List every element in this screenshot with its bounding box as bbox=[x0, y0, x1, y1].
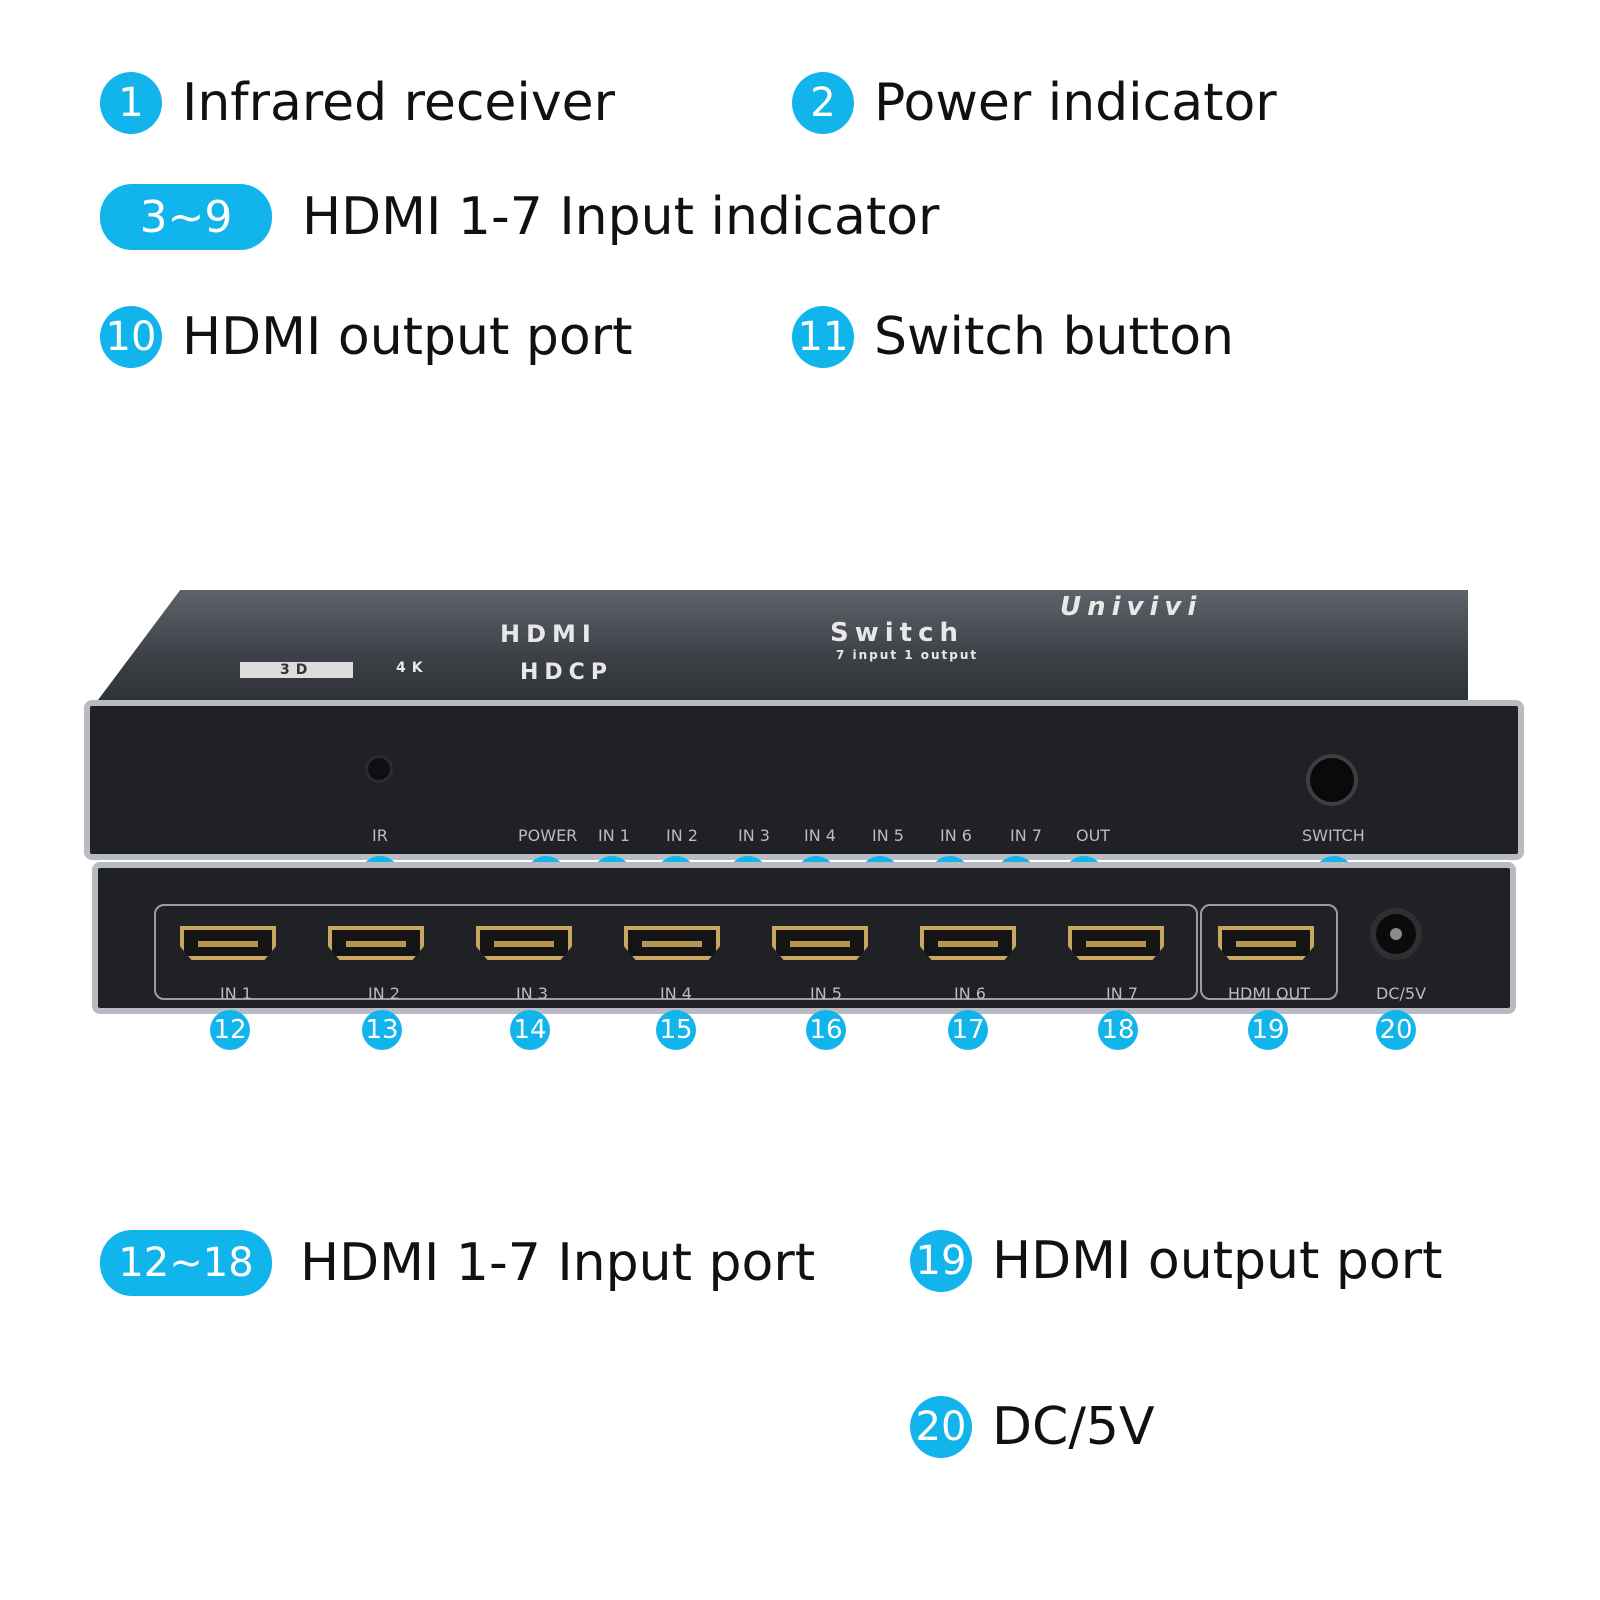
badge-3-9: 3~9 bbox=[100, 184, 272, 250]
hdmi-in-port-1[interactable] bbox=[180, 926, 276, 960]
rear-label-dc: DC/5V bbox=[1376, 984, 1427, 1003]
legend-item-2: 2 Power indicator bbox=[792, 72, 1277, 134]
hdmi-out-port[interactable] bbox=[1218, 926, 1314, 960]
legend-text-10: HDMI output port bbox=[182, 307, 633, 367]
badge-2: 2 bbox=[792, 72, 854, 134]
rear-label-in3: IN 3 bbox=[516, 984, 548, 1003]
legend-text-20: DC/5V bbox=[992, 1397, 1155, 1457]
legend-text-12-18: HDMI 1-7 Input port bbox=[300, 1233, 816, 1293]
marker-12: 12 bbox=[210, 1010, 250, 1050]
rear-label-in7: IN 7 bbox=[1106, 984, 1138, 1003]
marker-16: 16 bbox=[806, 1010, 846, 1050]
front-panel bbox=[84, 700, 1524, 860]
hdmi-in-port-3[interactable] bbox=[476, 926, 572, 960]
badge-19: 19 bbox=[910, 1230, 972, 1292]
front-label-ir: IR bbox=[372, 826, 388, 845]
lid-title: HDMI bbox=[500, 620, 597, 648]
lid-badge-4k: 4K bbox=[396, 660, 429, 676]
badge-12-18: 12~18 bbox=[100, 1230, 272, 1296]
marker-18: 18 bbox=[1098, 1010, 1138, 1050]
marker-13: 13 bbox=[362, 1010, 402, 1050]
lid-switch: Switch bbox=[830, 618, 965, 648]
hdmi-switch-device: Univivi HDMI Switch 7 input 1 output 3D … bbox=[84, 590, 1524, 1050]
legend-item-11: 11 Switch button bbox=[792, 306, 1234, 368]
marker-14: 14 bbox=[510, 1010, 550, 1050]
rear-label-in2: IN 2 bbox=[368, 984, 400, 1003]
badge-1: 1 bbox=[100, 72, 162, 134]
front-label-in3: IN 3 bbox=[738, 826, 770, 845]
hdmi-in-port-4[interactable] bbox=[624, 926, 720, 960]
legend-text-11: Switch button bbox=[874, 307, 1234, 367]
legend-item-3-9: 3~9 HDMI 1-7 Input indicator bbox=[100, 184, 939, 250]
output-port-frame bbox=[1200, 904, 1338, 1000]
rear-label-in1: IN 1 bbox=[220, 984, 252, 1003]
device-top-lid bbox=[98, 590, 1468, 700]
front-label-in2: IN 2 bbox=[666, 826, 698, 845]
legend-text-19: HDMI output port bbox=[992, 1231, 1443, 1291]
dc-power-jack[interactable] bbox=[1376, 914, 1416, 954]
input-ports-frame bbox=[154, 904, 1198, 1000]
lid-subtitle: 7 input 1 output bbox=[836, 648, 979, 662]
front-label-power: POWER bbox=[518, 826, 578, 845]
switch-button[interactable] bbox=[1310, 758, 1354, 802]
legend-item-10: 10 HDMI output port bbox=[100, 306, 633, 368]
front-label-out: OUT bbox=[1076, 826, 1111, 845]
hdmi-in-port-2[interactable] bbox=[328, 926, 424, 960]
ir-receiver-led bbox=[368, 758, 390, 780]
rear-label-in5: IN 5 bbox=[810, 984, 842, 1003]
lid-badge-3d: 3D bbox=[240, 662, 354, 678]
legend-text-3-9: HDMI 1-7 Input indicator bbox=[302, 187, 940, 247]
legend-item-1: 1 Infrared receiver bbox=[100, 72, 615, 134]
front-label-in4: IN 4 bbox=[804, 826, 836, 845]
legend-item-20: 20 DC/5V bbox=[910, 1396, 1155, 1458]
hdmi-in-port-5[interactable] bbox=[772, 926, 868, 960]
badge-20: 20 bbox=[910, 1396, 972, 1458]
front-label-in5: IN 5 bbox=[872, 826, 904, 845]
rear-label-in4: IN 4 bbox=[660, 984, 692, 1003]
legend-text-1: Infrared receiver bbox=[182, 73, 616, 133]
rear-label-in6: IN 6 bbox=[954, 984, 986, 1003]
badge-10: 10 bbox=[100, 306, 162, 368]
front-label-switch: SWITCH bbox=[1302, 826, 1365, 845]
lid-badge-hdcp: HDCP bbox=[520, 660, 613, 685]
hdmi-in-port-7[interactable] bbox=[1068, 926, 1164, 960]
marker-15: 15 bbox=[656, 1010, 696, 1050]
badge-11: 11 bbox=[792, 306, 854, 368]
marker-20: 20 bbox=[1376, 1010, 1416, 1050]
legend-item-12-18: 12~18 HDMI 1-7 Input port bbox=[100, 1230, 815, 1296]
marker-17: 17 bbox=[948, 1010, 988, 1050]
hdmi-in-port-6[interactable] bbox=[920, 926, 1016, 960]
brand-logo: Univivi bbox=[1060, 592, 1203, 622]
front-label-in6: IN 6 bbox=[940, 826, 972, 845]
legend-text-2: Power indicator bbox=[874, 73, 1277, 133]
marker-19: 19 bbox=[1248, 1010, 1288, 1050]
legend-item-19: 19 HDMI output port bbox=[910, 1230, 1443, 1292]
rear-label-hdmi-out: HDMI OUT bbox=[1228, 984, 1311, 1003]
front-label-in1: IN 1 bbox=[598, 826, 630, 845]
front-label-in7: IN 7 bbox=[1010, 826, 1042, 845]
